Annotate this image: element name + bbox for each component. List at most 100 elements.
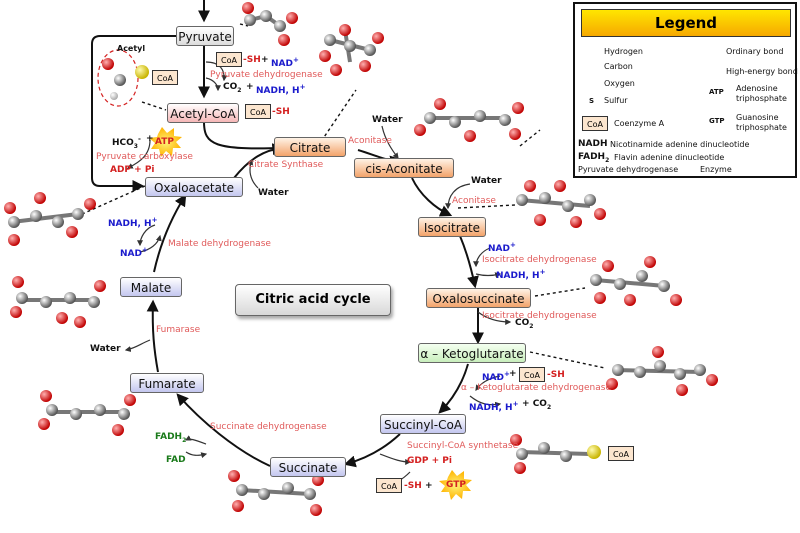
enzyme-aconitase-1: Aconitase <box>348 136 392 146</box>
node-alpha-ketoglutarate[interactable]: α – Ketoglutarate <box>418 343 526 363</box>
enzyme-pyruvate-dehydrogenase: Pyruvate dehydrogenase <box>210 70 323 80</box>
sh-label-pdh: -SH <box>243 55 261 65</box>
legend-ordinary-bond: Ordinary bond <box>726 47 784 56</box>
acetyl-coa-box: CoA <box>152 70 178 85</box>
molecule-fumarate <box>38 390 136 436</box>
molecule-citrate <box>319 24 384 76</box>
molecule-oxaloacetate <box>4 192 96 246</box>
legend-nadh: NADH <box>578 139 608 149</box>
enzyme-succinate-dehydrogenase: Succinate dehydrogenase <box>210 422 327 432</box>
nad-label-pdh: NAD+ <box>271 56 299 69</box>
enzyme-aconitase-2: Aconitase <box>452 196 496 206</box>
plus-label-pdh: + <box>261 55 269 65</box>
node-isocitrate[interactable]: Isocitrate <box>418 217 486 237</box>
atp-star <box>149 127 182 157</box>
legend-adenosine-1: Adenosine <box>736 84 778 93</box>
hco3-label: HCO3- <box>112 135 141 150</box>
enzyme-fumarase: Fumarase <box>156 325 201 335</box>
coa-box-scs: CoA <box>376 478 402 493</box>
water-citrate: Water <box>258 188 289 198</box>
molecule-alpha-ketoglutarate <box>606 346 718 396</box>
legend-fadh: FADH2 <box>578 152 610 164</box>
plus-label-pdh-2: + <box>246 82 254 92</box>
molecule-succinate <box>228 470 324 516</box>
molecule-acetyl <box>102 58 149 100</box>
legend-adenosine-2: triphosphate <box>736 94 787 103</box>
enzyme-succinyl-coa-synthetase: Succinyl-CoA synthetase <box>407 441 519 451</box>
fad-label: FAD <box>166 455 186 465</box>
legend-guanosine-1: Guanosine <box>736 113 779 122</box>
nadh-label-idh: NADH, H+ <box>496 268 546 281</box>
molecule-malate <box>10 276 106 328</box>
coa-box-akgdh: CoA <box>519 367 545 382</box>
molecule-isocitrate <box>516 180 606 228</box>
enzyme-isocitrate-dh-1: Isocitrate dehydrogenase <box>482 255 597 265</box>
plus-label-scs: + <box>425 481 433 491</box>
node-succinyl-coa[interactable]: Succinyl-CoA <box>380 414 466 434</box>
sh-label-scs: -SH <box>404 481 422 491</box>
legend-high-energy-bond: High-energy bond <box>726 67 798 76</box>
coa-box-succinyl-molecule: CoA <box>608 446 634 461</box>
legend-nadh-desc: Nicotinamide adenine dinucleotide <box>610 140 750 149</box>
legend-sulfur-s: S <box>589 97 595 105</box>
node-succinate[interactable]: Succinate <box>270 457 346 477</box>
node-citrate[interactable]: Citrate <box>274 137 346 157</box>
gtp-star <box>439 470 472 500</box>
sh-label-akgdh: -SH <box>547 370 565 380</box>
node-cis-aconitate[interactable]: cis-Aconitate <box>354 158 454 178</box>
coa-box-citrate-synthase: CoA <box>245 104 271 119</box>
legend-atp: ATP <box>709 88 724 96</box>
legend-panel: Legend <box>573 2 797 178</box>
node-pyruvate[interactable]: Pyruvate <box>176 26 234 46</box>
adp-pi-label: ADP + Pi <box>110 165 155 175</box>
nad-label-idh: NAD+ <box>488 241 516 254</box>
node-acetyl-coa[interactable]: Acetyl-CoA <box>167 103 239 123</box>
enzyme-malate-dehydrogenase: Malate dehydrogenase <box>168 239 271 249</box>
fadh2-label: FADH2 <box>155 432 187 444</box>
legend-oxygen: Oxygen <box>604 79 635 88</box>
node-oxaloacetate[interactable]: Oxaloacetate <box>145 177 243 197</box>
atp-label-diagram: ATP <box>155 137 175 147</box>
plus-label-akgdh: + <box>509 369 517 379</box>
nadh-label-pdh: NADH, H+ <box>256 83 306 96</box>
diagram-title: Citric acid cycle <box>235 284 391 316</box>
legend-coa-box: CoA <box>582 116 608 131</box>
node-malate[interactable]: Malate <box>120 277 182 297</box>
co2-label-pdh: CO2 <box>223 82 242 94</box>
sh-label-cs: -SH <box>272 107 290 117</box>
legend-coenzyme: Coenzyme A <box>614 119 665 128</box>
legend-enzyme-desc: Enzyme <box>700 165 732 174</box>
gdp-pi-label: GDP + Pi <box>407 456 452 466</box>
nad-label-mdh: NAD+ <box>120 246 148 259</box>
enzyme-akg-dehydrogenase: α – Ketoglutarate dehydrogenase <box>461 383 611 393</box>
legend-hydrogen: Hydrogen <box>604 47 643 56</box>
legend-enzyme-example: Pyruvate dehydrogenase <box>578 165 679 174</box>
node-oxalosuccinate[interactable]: Oxalosuccinate <box>426 288 531 308</box>
enzyme-citrate-synthase: Citrate Synthase <box>248 160 324 170</box>
nadh-label-akgdh: NADH, H+ <box>469 400 519 413</box>
co2-label-akgdh: + CO2 <box>522 399 552 411</box>
nadh-label-mdh: NADH, H+ <box>108 216 158 229</box>
molecule-oxalosuccinate <box>590 256 682 306</box>
legend-guanosine-2: triphosphate <box>736 123 787 132</box>
co2-label-idh: CO2 <box>515 318 534 330</box>
molecule-pyruvate <box>242 2 298 46</box>
legend-sulfur: Sulfur <box>604 96 628 105</box>
acetyl-label: Acetyl <box>117 44 146 53</box>
water-aconitase-2: Water <box>471 176 502 186</box>
molecule-succinyl-coa <box>510 434 601 474</box>
legend-carbon: Carbon <box>604 62 633 71</box>
coa-box-pdh: CoA <box>216 52 242 67</box>
gtp-label-diagram: GTP <box>446 480 466 490</box>
node-fumarate[interactable]: Fumarate <box>130 373 204 393</box>
nad-label-akgdh: NAD+ <box>482 370 510 383</box>
legend-title: Legend <box>581 9 791 37</box>
legend-fadh-desc: Flavin adenine dinucleotide <box>614 153 725 162</box>
water-aconitase-1: Water <box>372 115 403 125</box>
cycle-arrows <box>91 0 484 468</box>
legend-gtp: GTP <box>709 117 725 125</box>
plus-label-pc: + <box>146 134 154 144</box>
enzyme-pyruvate-carboxylase: Pyruvate carboxylase <box>96 152 193 162</box>
